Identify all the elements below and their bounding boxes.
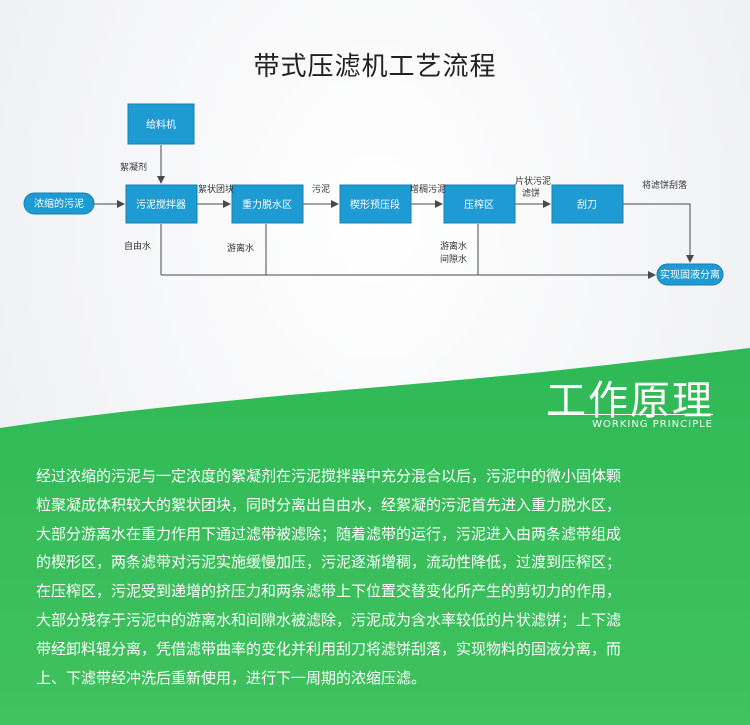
description-line: 大部分游离水在重力作用下通过滤带被滤除；随着滤带的运行，污泥进入由两条滤带组成 — [36, 524, 622, 543]
node-mixer-label: 污泥搅拌器 — [136, 198, 186, 211]
node-mixer: 污泥搅拌器 — [125, 184, 198, 224]
node-separation: 实现固液分离 — [656, 263, 724, 286]
node-press: 压榨区 — [443, 184, 516, 224]
node-gravity-label: 重力脱水区 — [242, 198, 292, 211]
node-thickened-sludge: 浓缩的污泥 — [23, 192, 95, 215]
principle-divider — [548, 414, 713, 415]
node-thickened-sludge-label: 浓缩的污泥 — [34, 197, 84, 210]
label-press-drain-line2: 间隙水 — [440, 253, 467, 265]
node-press-label: 压榨区 — [464, 198, 494, 211]
description-line: 带经卸料辊分离，凭借滤带曲率的变化并利用刮刀将滤饼刮落，实现物料的固液分离，而 — [36, 639, 622, 658]
label-flake-line2: 滤饼 — [522, 187, 540, 199]
node-gravity: 重力脱水区 — [231, 184, 304, 224]
label-thickened: 增稠污泥 — [410, 183, 446, 195]
label-free-water: 自由水 — [124, 240, 151, 252]
label-gravity-drain: 游离水 — [227, 242, 254, 254]
label-scrape-cake: 将滤饼刮落 — [642, 179, 687, 191]
description-line: 经过浓缩的污泥与一定浓度的絮凝剂在污泥搅拌器中充分混合以后，污泥中的微小固体颗 — [36, 467, 622, 485]
description-line: 上、下滤带经冲洗后重新使用，进行下一周期的浓缩压滤。 — [36, 668, 427, 687]
node-separation-label: 实现固液分离 — [660, 268, 720, 281]
principle-subtitle: WORKING PRINCIPLE — [592, 419, 713, 430]
description-line: 的楔形区，两条滤带对污泥实施缓慢加压，污泥逐渐增稠，流动性降低，过渡到压榨区； — [36, 553, 622, 572]
principle-title: 工作原理 — [546, 378, 714, 424]
label-floc-clumps: 絮状团块 — [198, 183, 234, 195]
connectors — [94, 145, 694, 279]
node-wedge-label: 楔形预压段 — [350, 198, 400, 211]
node-wedge: 楔形预压段 — [339, 184, 412, 224]
label-flake-line1: 片状污泥 — [515, 175, 551, 187]
page-title: 带式压滤机工艺流程 — [253, 52, 497, 82]
label-flocculant: 絮凝剂 — [120, 161, 147, 173]
label-press-drain-line1: 游离水 — [440, 240, 467, 252]
description-line: 粒聚凝成体积较大的絮状团块，同时分离出自由水，经絮凝的污泥首先进入重力脱水区， — [36, 495, 622, 514]
label-sludge: 污泥 — [312, 183, 330, 195]
edge-scraper-separation — [623, 203, 694, 263]
description-line: 大部分残存于污泥中的游离水和间隙水被滤除，污泥成为含水率较低的片状滤饼；上下滤 — [36, 610, 622, 629]
process-flow-diagram: 给料机 浓缩的污泥 污泥搅拌器 重力脱水区 楔形预压段 压榨区 刮刀 实现固液分… — [23, 103, 724, 286]
node-feeder-label: 给料机 — [146, 118, 176, 131]
description-line: 在压榨区，污泥受到递增的挤压力和两条滤带上下位置交替变化所产生的剪切力的作用， — [36, 582, 622, 601]
node-scraper: 刮刀 — [551, 184, 624, 224]
node-scraper-label: 刮刀 — [577, 198, 597, 211]
principle-description: 经过浓缩的污泥与一定浓度的絮凝剂在污泥搅拌器中充分混合以后，污泥中的微小固体颗 … — [36, 462, 720, 692]
edge-labels: 絮凝剂 絮状团块 污泥 增稠污泥 片状污泥 滤饼 将滤饼刮落 自由水 游离水 游… — [120, 161, 687, 265]
node-feeder: 给料机 — [127, 103, 195, 145]
